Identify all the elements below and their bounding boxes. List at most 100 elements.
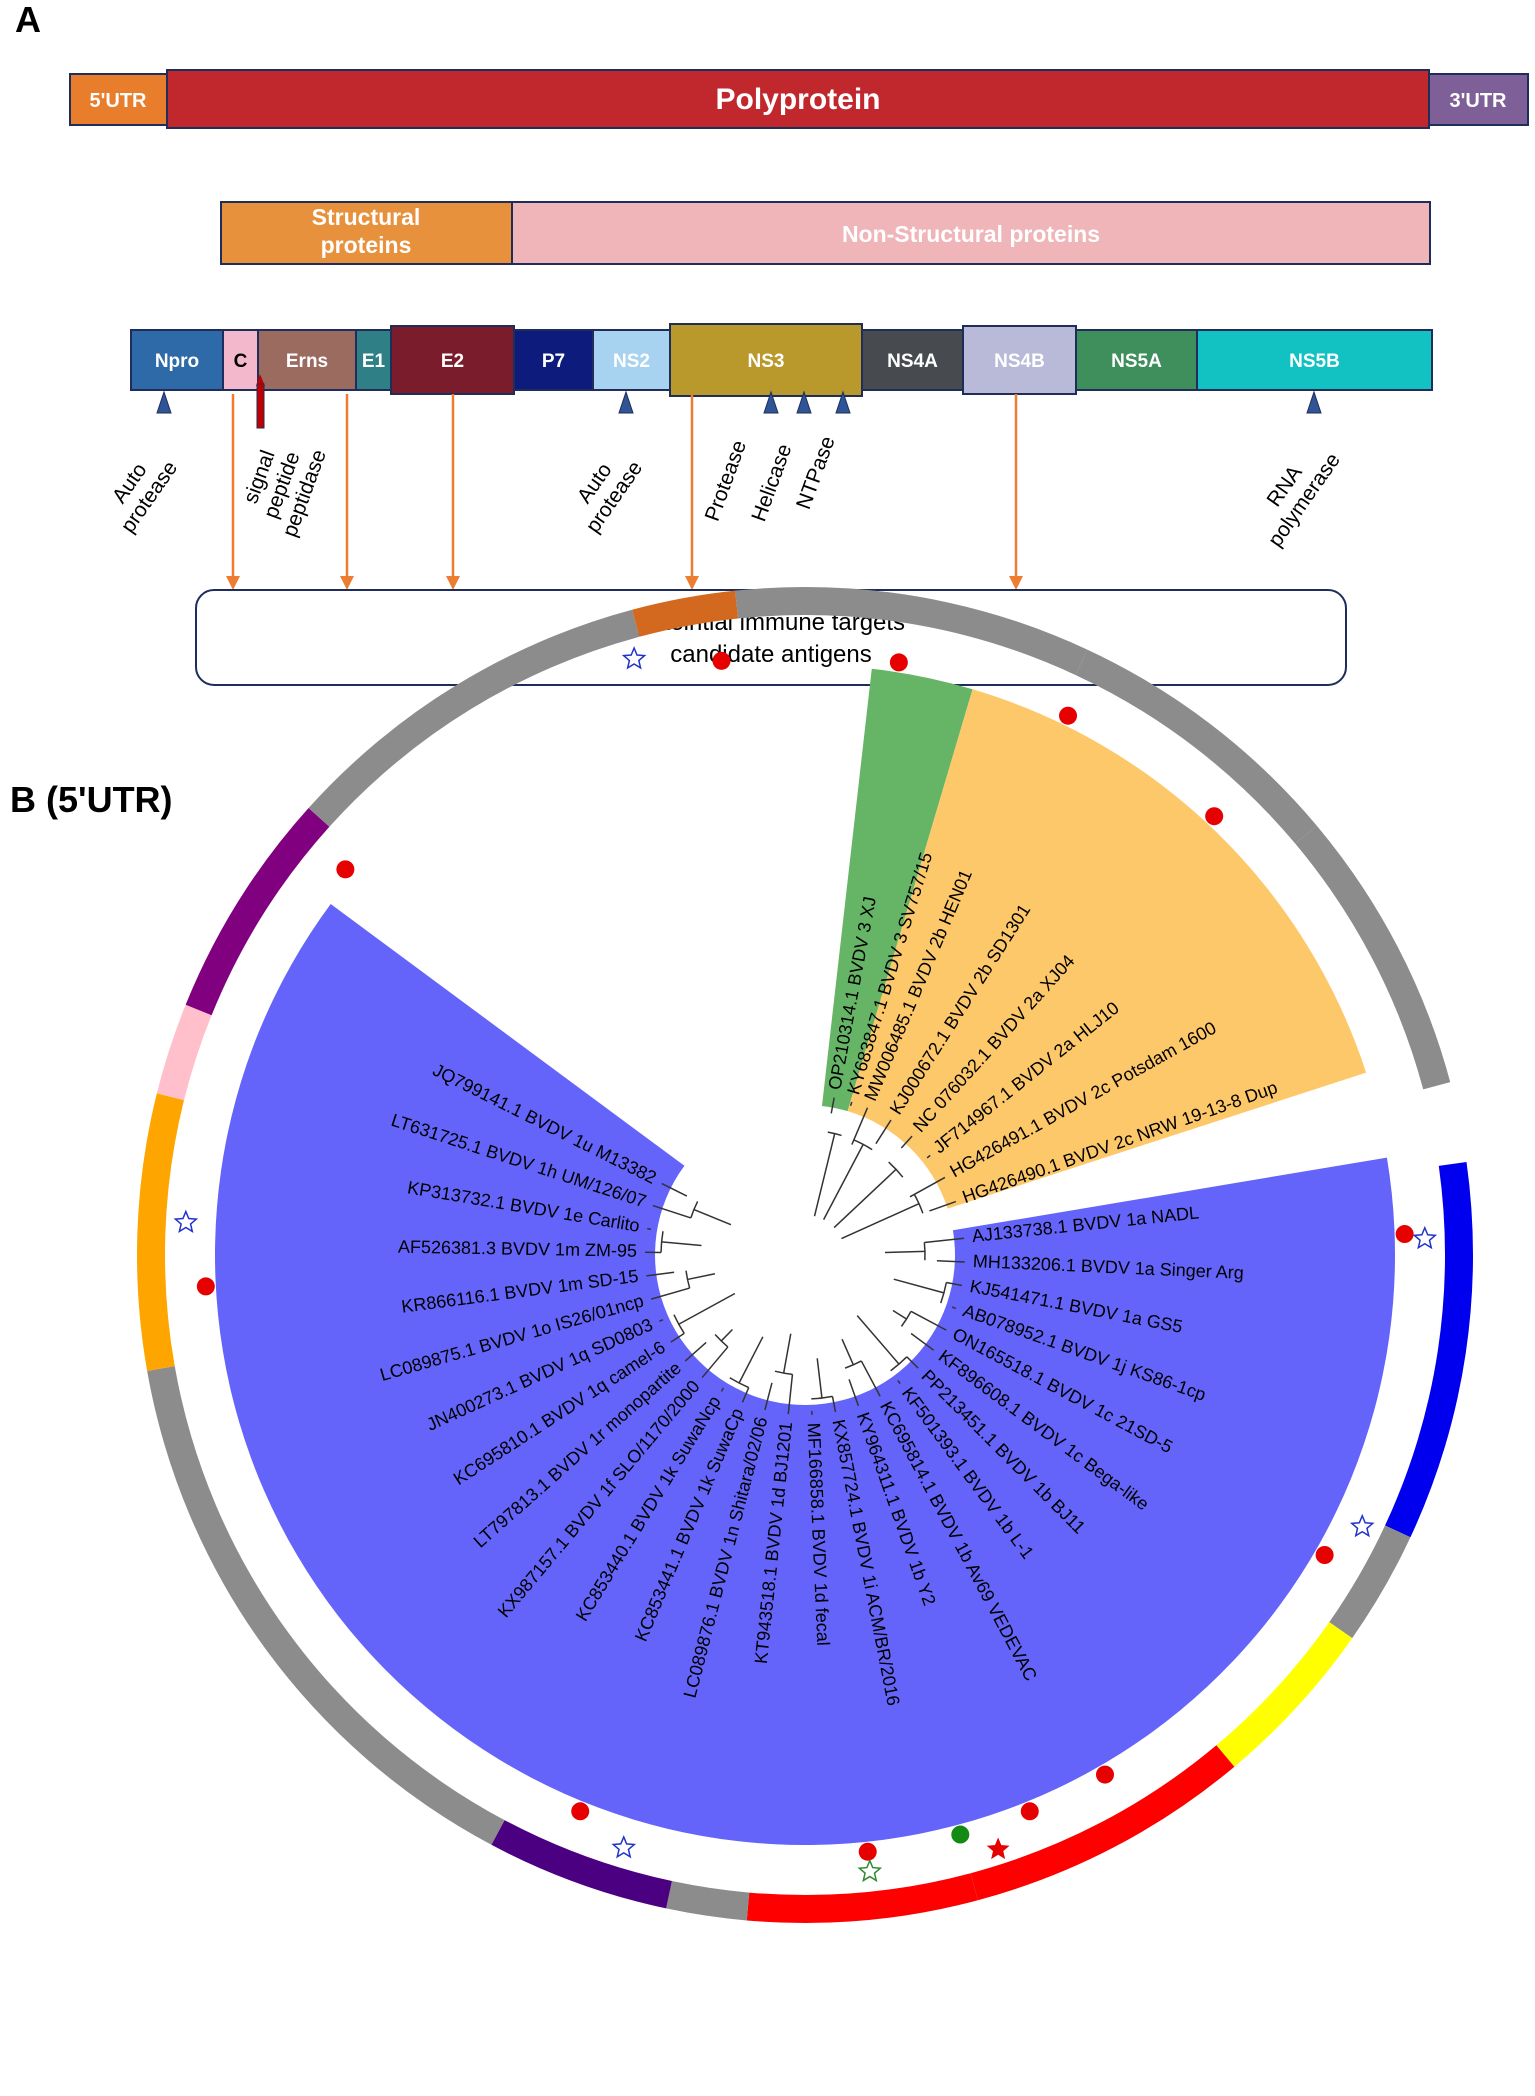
tree-branch	[813, 1133, 836, 1217]
blue-star-icon	[621, 646, 647, 670]
tree-branch	[661, 1182, 688, 1197]
green-dot-icon	[951, 1825, 970, 1844]
genome-bar: 5'UTR Polyprotein 3'UTR	[69, 69, 1529, 129]
protease-marker-icon	[763, 390, 779, 414]
segment-e2-box	[390, 325, 515, 395]
tree-branch	[900, 1310, 912, 1327]
tree-branch	[827, 1131, 842, 1137]
tree-leaf-label: AF526381.3 BVDV 1m ZM-95	[398, 1237, 637, 1261]
segment-ns3-label: NS3	[748, 351, 785, 372]
helicase-marker-icon	[796, 390, 812, 414]
function-labels: Auto protease signal peptide peptidase A…	[108, 433, 1345, 551]
function-markers	[156, 374, 1322, 429]
segment-ns5a-box	[1075, 329, 1198, 391]
annotation-ring-segment	[137, 1093, 185, 1371]
tree-branch	[646, 1271, 675, 1277]
tree-branch	[720, 1328, 733, 1342]
tree-branch	[787, 1374, 794, 1415]
tree-branch	[841, 1202, 920, 1240]
tree-branch	[906, 1356, 919, 1369]
segment-erns-box	[257, 329, 357, 391]
utr5-box	[69, 73, 168, 126]
annotation-ring-segment	[185, 808, 330, 1016]
structural-label-line1: Structural	[312, 204, 421, 230]
tree-branch	[890, 1356, 908, 1372]
red-dot-icon	[1096, 1765, 1114, 1784]
red-dot-icon	[1315, 1546, 1334, 1564]
tree-branch	[900, 1135, 913, 1149]
segment-ns4a-box	[861, 329, 964, 391]
tree-branch	[940, 1282, 948, 1304]
tree-branch	[684, 1341, 707, 1362]
segment-ns5b-label: NS5B	[1289, 351, 1340, 372]
tree-branch	[687, 1273, 716, 1281]
utr3-box	[1428, 73, 1529, 126]
protein-groups: Structural proteins Non-Structural prote…	[220, 201, 1431, 265]
segment-p7-label: P7	[542, 351, 565, 372]
tree-branch	[833, 1168, 897, 1229]
panel-a-label: A	[15, 0, 41, 40]
npro-marker-icon	[156, 390, 172, 414]
tree-branch	[924, 1237, 965, 1244]
ns2-marker-icon	[618, 390, 634, 414]
tree-branch	[923, 1242, 926, 1261]
segment-ns2-box	[592, 329, 671, 391]
ns5b-function-label: RNA polymerase	[1263, 449, 1345, 551]
tree-branch	[650, 1287, 690, 1300]
segment-npro-box	[130, 329, 224, 391]
blue-star-icon	[611, 1834, 637, 1859]
annotation-ring-segment	[1329, 1525, 1411, 1639]
nonstructural-proteins-box	[511, 201, 1431, 265]
tree-branch	[738, 1336, 764, 1384]
annotation-ring-segment	[1216, 1622, 1353, 1767]
tree-branch	[849, 1101, 853, 1107]
utr3-label: 3'UTR	[1450, 90, 1508, 112]
annotation-ring-segment	[632, 590, 739, 637]
clade-bvdv3-wedge	[821, 668, 973, 1112]
red-dot-icon	[336, 860, 355, 879]
tree-branch	[851, 1107, 869, 1145]
segment-ns4b-label: NS4B	[994, 351, 1045, 372]
tree-branch	[659, 1319, 664, 1323]
green-star-icon	[857, 1858, 883, 1883]
segment-ns3-box	[669, 323, 863, 397]
immune-target-line2: candidate antigens	[670, 641, 872, 668]
tree-branch	[673, 1314, 685, 1334]
segment-e2-label: E2	[441, 351, 464, 372]
annotation-ring-segment	[746, 1873, 978, 1923]
red-dot-icon	[196, 1277, 215, 1296]
segment-erns-label: Erns	[286, 351, 328, 372]
nonstructural-label: Non-Structural proteins	[842, 221, 1100, 247]
tree-branch	[764, 1382, 773, 1411]
segment-ns5b-box	[1196, 329, 1433, 391]
tree-branch	[714, 1334, 729, 1348]
tree-markers	[173, 646, 1438, 1883]
tree-branch	[822, 1144, 864, 1220]
helicase-label: Helicase	[747, 441, 796, 525]
annotation-ring-segment	[1385, 1162, 1473, 1538]
segment-c-box	[222, 329, 259, 391]
tree-branch	[951, 1306, 957, 1310]
segment-npro-label: Npro	[155, 351, 199, 372]
tree-branch	[929, 1200, 957, 1212]
red-dot-icon	[1020, 1802, 1039, 1821]
tree-branch	[647, 1227, 652, 1230]
ns5b-marker-icon	[1306, 390, 1322, 414]
tree-branch	[875, 1119, 892, 1145]
tree-branch	[936, 1260, 965, 1263]
red-dot-icon	[858, 1842, 877, 1861]
annotation-ring-segment	[1295, 825, 1451, 1090]
red-dot-icon	[1059, 706, 1078, 725]
tree-branch	[701, 1346, 729, 1379]
red-dot-icon	[712, 651, 731, 670]
tree-branch	[782, 1333, 792, 1374]
segment-ns4a-label: NS4A	[887, 351, 938, 372]
red-dot-icon	[1205, 807, 1224, 826]
tree-branch	[913, 1194, 924, 1214]
tree-branch	[910, 1332, 935, 1351]
tree-branch	[678, 1292, 736, 1325]
ntpase-label: NTPase	[792, 433, 840, 512]
annotation-ring-segment	[970, 1745, 1235, 1901]
